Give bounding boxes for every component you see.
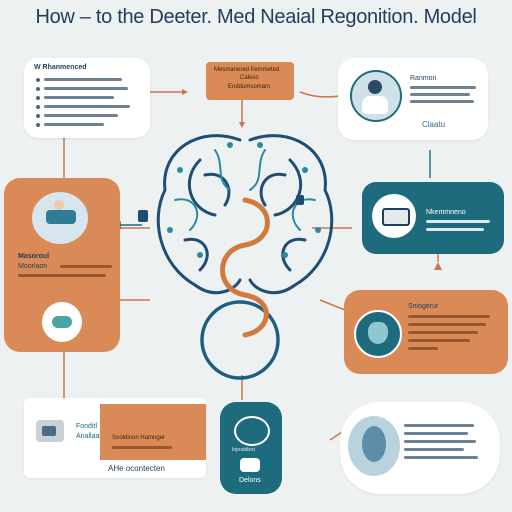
card-left-mid-sub: Moorlaon xyxy=(18,263,48,270)
card-left-mid-heading: Masoroul xyxy=(18,253,50,260)
card-bottom-right xyxy=(340,402,500,494)
card-top-center-line1: Mesmanered fremmeted xyxy=(214,67,280,73)
card-bottom-center: Inpooblest Delons xyxy=(220,402,282,494)
card-top-center-line2: Caleso xyxy=(240,75,259,81)
card-right-lower-heading: Sniogerur xyxy=(408,303,439,310)
card-bottom-left: Fonditl Anallaal Sooldloon Hamnger AHe o… xyxy=(24,398,206,478)
card-bottom-left-line3: Sooldloon Hamnger xyxy=(112,435,166,441)
scan-icon xyxy=(240,458,260,472)
organ-illustration xyxy=(354,310,402,358)
card-right-mid: Nkemmneno xyxy=(362,182,504,254)
brain-icon xyxy=(234,416,270,446)
card-top-left-heading: W Rhanmenced xyxy=(34,64,87,71)
card-left-mid: Masoroul Moorlaon xyxy=(4,178,120,352)
card-top-center: Mesmanered fremmeted Caleso Enddumsomarn xyxy=(206,62,294,100)
card-right-mid-heading: Nkemmneno xyxy=(426,209,466,216)
doctor-illustration xyxy=(350,70,402,122)
page-title: How – to the Deeter. Med Neaial Regoniti… xyxy=(35,6,477,28)
card-top-center-line3: Enddumsomarn xyxy=(228,84,271,90)
card-top-right-footer: Claatu xyxy=(422,120,446,129)
card-top-right-heading: Ranmon xyxy=(410,75,437,82)
capsule-icon xyxy=(42,302,82,342)
card-bottom-center-line2: Delons xyxy=(239,477,261,484)
card-top-left: W Rhanmenced xyxy=(24,58,150,138)
scanner-illustration xyxy=(32,412,70,452)
card-bottom-left-line1: Fonditl xyxy=(76,423,98,430)
face-scan-illustration xyxy=(348,416,400,476)
card-top-right: Ranmon Claatu xyxy=(338,58,488,140)
device-icon xyxy=(372,194,416,238)
card-bottom-center-line1: Inpooblest xyxy=(232,447,256,453)
card-bottom-left-footer: AHe ocontecten xyxy=(108,464,165,473)
card-bottom-left-line2: Anallaal xyxy=(76,433,101,440)
card-bottom-left-panel: Sooldloon Hamnger xyxy=(100,404,206,460)
card-right-lower: Sniogerur xyxy=(344,290,508,374)
patient-illustration xyxy=(32,192,88,244)
